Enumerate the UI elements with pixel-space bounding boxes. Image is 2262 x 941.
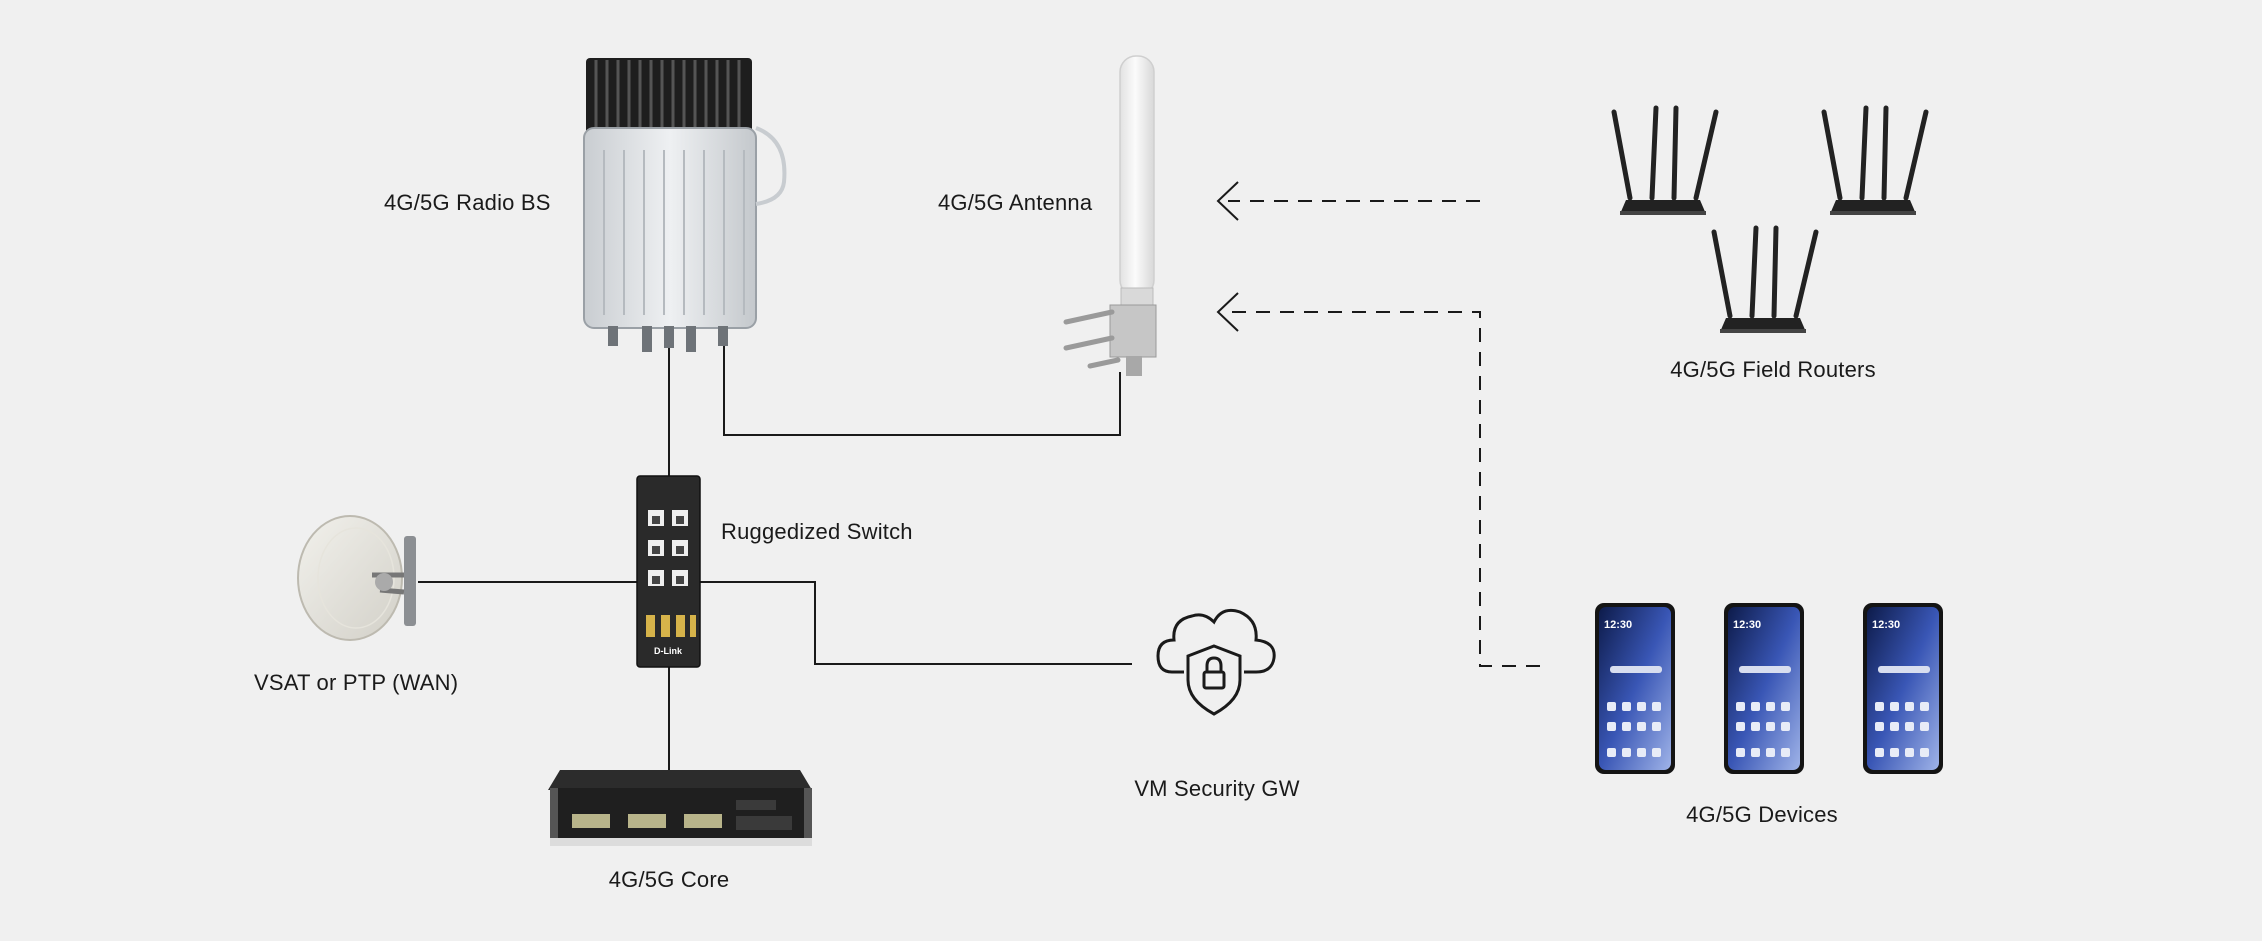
devices-label: 4G/5G Devices: [1686, 802, 1838, 827]
antenna-label: 4G/5G Antenna: [938, 190, 1093, 215]
omni-antenna-icon: [1063, 55, 1157, 376]
link-radio-to-antenna: [723, 345, 1121, 436]
smartphone-icon: 12:30: [1595, 603, 1675, 774]
radio-bs-label: 4G/5G Radio BS: [384, 190, 551, 215]
security-gw-label: VM Security GW: [1134, 776, 1300, 801]
core-label: 4G/5G Core: [608, 867, 730, 892]
router-2: [1821, 105, 1929, 215]
smartphone-icon: 12:30: [1724, 603, 1804, 774]
phone-2: 12:30: [1724, 603, 1804, 774]
phone-clock: 12:30: [1604, 619, 1632, 631]
phone-1: 12:30: [1595, 603, 1675, 774]
satellite-dish-icon: [297, 515, 416, 641]
link-devices-to-antenna: [1228, 311, 1540, 667]
wifi-router-icon: [1821, 105, 1929, 215]
cloud-shield-lock-icon: [1156, 608, 1276, 716]
switch-label: Ruggedized Switch: [721, 519, 913, 544]
rack-server-icon: [548, 770, 812, 846]
ethernet-switch-icon: D-Link: [636, 475, 701, 668]
wifi-router-icon: [1711, 225, 1819, 333]
phone-clock: 12:30: [1872, 619, 1900, 631]
wan-label: VSAT or PTP (WAN): [254, 670, 459, 695]
link-switch-to-security-gw: [700, 581, 1132, 665]
phone-3: 12:30: [1863, 603, 1943, 774]
radio-base-station-icon: [583, 58, 787, 352]
connections: [418, 181, 1540, 770]
router-3: [1711, 225, 1819, 333]
arrow-head-devices: [1216, 292, 1239, 332]
router-1: [1611, 105, 1719, 215]
phone-clock: 12:30: [1733, 619, 1761, 631]
smartphone-icon: 12:30: [1863, 603, 1943, 774]
wifi-router-icon: [1611, 105, 1719, 215]
switch-brand-text: D-Link: [654, 646, 683, 656]
field-routers-label: 4G/5G Field Routers: [1670, 357, 1876, 382]
arrow-head-routers: [1216, 181, 1239, 221]
